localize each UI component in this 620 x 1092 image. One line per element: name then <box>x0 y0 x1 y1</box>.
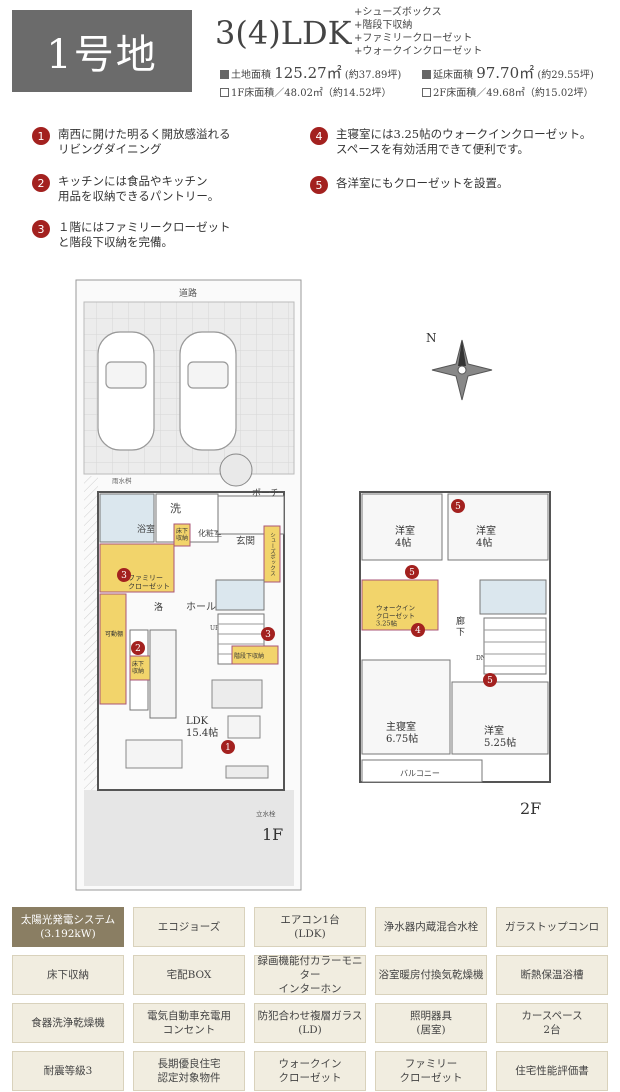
washroom-label: 洗 <box>170 502 181 515</box>
point-number-badge: 3 <box>32 220 50 238</box>
tag-item: 耐震等級3 <box>12 1051 124 1091</box>
bath-label: 浴室 <box>137 523 155 535</box>
floor-plan: 道路 雨水桝 浴室 洗 化粧室 床下収納 ポーチ 玄関 シューズボックス ファミ… <box>75 279 551 891</box>
feature-item: +階段下収納 <box>354 20 413 31</box>
feature-item: +ファミリークローゼット <box>354 33 473 44</box>
tag-item: 宅配BOX <box>133 955 245 995</box>
tag-item: 床下収納 <box>12 955 124 995</box>
filled-square-icon <box>422 70 431 79</box>
rain-tank-label: 雨水桝 <box>112 476 132 485</box>
open-square-icon <box>220 88 229 97</box>
tag-item: 電気自動車充電用 コンセント <box>133 1003 245 1043</box>
up-label: UP <box>210 625 219 632</box>
point-number-badge: 4 <box>310 127 328 145</box>
tag-item: 長期優良住宅 認定対象物件 <box>133 1051 245 1091</box>
hall-label: ホール <box>186 601 216 613</box>
under-floor-label-1: 床下収納 <box>176 527 188 542</box>
point-text: １階にはファミリークローゼット と階段下収納を完備。 <box>58 220 231 249</box>
point-1: 1 南西に開けた明るく開放感溢れる リビングダイニング <box>32 127 231 157</box>
lot-number-badge: 1号地 <box>12 10 192 92</box>
tag-item: 防犯合わせ複層ガラス (LD) <box>254 1003 366 1043</box>
tag-item: 住宅性能評価書 <box>496 1051 608 1091</box>
corridor-label: 廊下 <box>456 615 465 638</box>
point-text: 南西に開けた明るく開放感溢れる リビングダイニング <box>58 127 231 156</box>
under-stair-label: 階段下収納 <box>234 652 264 660</box>
point-5: 5 各洋室にもクローゼットを設置。 <box>310 176 509 194</box>
tag-item: 食器洗浄乾燥機 <box>12 1003 124 1043</box>
svg-text:5: 5 <box>487 676 493 686</box>
svg-text:5: 5 <box>455 502 461 512</box>
car-icon <box>179 331 237 451</box>
road-label: 道路 <box>179 287 197 299</box>
tree-icon <box>219 453 253 487</box>
car-icon <box>97 331 155 451</box>
point-text: キッチンには食品やキッチン 用品を収納できるパントリー。 <box>58 174 220 203</box>
tag-item: 録画機能付カラーモニター インターホン <box>254 955 366 995</box>
tag-item: カースペース 2台 <box>496 1003 608 1043</box>
family-closet-label: ファミリークローゼット <box>128 574 170 590</box>
land-area: 土地面積 125.27㎡ (約37.89坪) <box>220 62 401 83</box>
tag-solar: 太陽光発電システム (3.192kW) <box>12 907 124 947</box>
point-2: 2 キッチンには食品やキッチン 用品を収納できるパントリー。 <box>32 174 219 204</box>
floor-area-value: 97.70㎡ <box>476 64 535 82</box>
point-text: 各洋室にもクローゼットを設置。 <box>336 176 509 190</box>
point-number-badge: 5 <box>310 176 328 194</box>
point-4: 4 主寝室には3.25帖のウォークインクローゼット。 スペースを有効活用できて便… <box>310 127 591 157</box>
tag-item: エアコン1台 (LDK) <box>254 907 366 947</box>
svg-text:4: 4 <box>415 626 421 636</box>
tag-item: 浴室暖房付換気乾燥機 <box>375 955 487 995</box>
point-number-badge: 2 <box>32 174 50 192</box>
svg-text:1: 1 <box>225 743 231 753</box>
svg-text:5: 5 <box>409 568 415 578</box>
vanity-label: 化粧室 <box>198 528 222 538</box>
dn-label: DN <box>476 655 486 662</box>
floor1-label: 1F <box>262 825 283 844</box>
equipment-tags: 太陽光発電システム (3.192kW) エコジョーズ エアコン1台 (LDK) … <box>12 907 608 1091</box>
point-number-badge: 1 <box>32 127 50 145</box>
tag-item: 浄水器内蔵混合水栓 <box>375 907 487 947</box>
feature-item: +ウォークインクローゼット <box>354 46 483 57</box>
floor2-area: 2F床面積／49.68㎡（約15.02坪） <box>422 84 594 99</box>
toilet-label: 洛 <box>154 601 163 613</box>
entrance-label: 玄関 <box>236 535 255 547</box>
lot-label: 1号地 <box>46 32 158 78</box>
feature-list: +シューズボックス +階段下収納 +ファミリークローゼット +ウォークインクロー… <box>354 6 482 58</box>
balcony-label: バルコニー <box>400 769 440 778</box>
floor2-label: 2F <box>520 799 541 818</box>
tag-item: 断熱保温浴槽 <box>496 955 608 995</box>
marker-badges-2f: 5 5 4 5 <box>405 499 497 687</box>
under-floor-label-2: 床下収納 <box>132 660 144 675</box>
feature-item: +シューズボックス <box>354 7 442 18</box>
compass-icon <box>431 339 493 401</box>
plan-type: 3(4)LDK <box>215 14 352 52</box>
point-text: 主寝室には3.25帖のウォークインクローゼット。 スペースを有効活用できて便利で… <box>336 127 592 156</box>
tag-item: ウォークイン クローゼット <box>254 1051 366 1091</box>
tag-item: 照明器具 (居室) <box>375 1003 487 1043</box>
svg-text:2: 2 <box>135 644 141 654</box>
svg-text:3: 3 <box>121 571 127 581</box>
floor-area: 延床面積 97.70㎡ (約29.55坪) <box>422 62 594 83</box>
tag-item: エコジョーズ <box>133 907 245 947</box>
pantry-label: 可動棚 <box>105 630 123 638</box>
open-square-icon <box>422 88 431 97</box>
floor1-area: 1F床面積／48.02㎡（約14.52坪） <box>220 84 392 99</box>
porch-label: ポーチ <box>252 488 279 499</box>
point-3: 3 １階にはファミリークローゼット と階段下収納を完備。 <box>32 220 231 250</box>
compass-north-label: N <box>426 331 437 345</box>
shoebox-label: シューズボックス <box>269 532 276 576</box>
marker-badges-1f: 3 2 3 1 <box>117 568 275 754</box>
filled-square-icon <box>220 70 229 79</box>
land-area-value: 125.27㎡ <box>274 64 342 82</box>
svg-text:3: 3 <box>265 630 271 640</box>
water-tap-label: 立水栓 <box>256 809 276 818</box>
tag-item: ファミリー クローゼット <box>375 1051 487 1091</box>
tag-item: ガラストップコンロ <box>496 907 608 947</box>
